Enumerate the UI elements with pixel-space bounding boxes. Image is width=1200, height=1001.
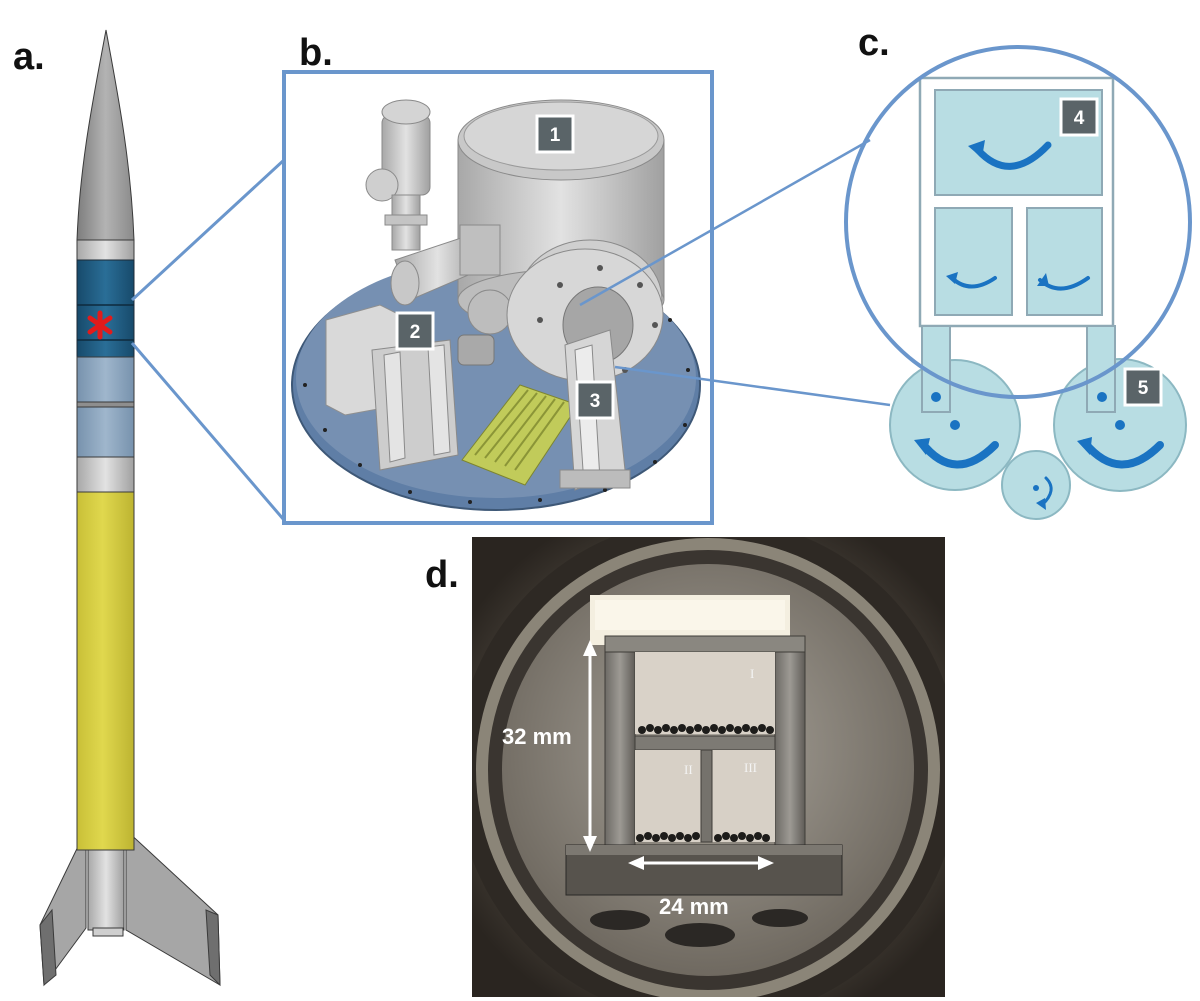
panel-label-b: b. xyxy=(299,32,333,74)
svg-text:4: 4 xyxy=(1074,108,1085,129)
height-dimension-arrow xyxy=(583,640,597,852)
callout-4: 4 xyxy=(1059,97,1099,137)
panel-label-d: d. xyxy=(425,554,459,596)
beads xyxy=(636,724,774,842)
rocket-nose-cone xyxy=(76,29,135,241)
cell-schematic xyxy=(889,76,1187,520)
rocket-fin-right xyxy=(125,828,221,986)
payload-marker-icon xyxy=(87,310,113,340)
callout-1: 1 xyxy=(535,114,575,154)
cell-photo xyxy=(472,537,945,997)
width-dimension-arrow xyxy=(628,856,774,870)
callout-2: 2 xyxy=(395,311,435,351)
compartment-bottom-left xyxy=(934,207,1013,316)
rocket xyxy=(39,29,221,987)
rotation-arrowheads xyxy=(914,140,1092,510)
rocket-motor-body xyxy=(76,491,135,851)
rocket-payload-section xyxy=(76,259,135,358)
payload-3d-view xyxy=(291,99,701,511)
compartment-label-i: I xyxy=(750,666,754,681)
svg-text:2: 2 xyxy=(410,322,421,343)
svg-text:1: 1 xyxy=(550,125,561,146)
panel-b-frame xyxy=(282,70,714,525)
compartment-label-ii: II xyxy=(684,762,693,777)
svg-text:5: 5 xyxy=(1138,378,1149,399)
callout-3: 3 xyxy=(575,380,615,420)
svg-text:3: 3 xyxy=(590,391,601,412)
panel-label-a: a. xyxy=(13,36,45,78)
compartment-bottom-right xyxy=(1026,207,1103,316)
zoom-circle xyxy=(844,45,1192,399)
callout-5: 5 xyxy=(1123,367,1163,407)
height-label: 32 mm xyxy=(502,724,572,749)
width-label: 24 mm xyxy=(659,894,729,919)
panel-label-c: c. xyxy=(858,22,890,64)
compartment-label-iii: III xyxy=(744,760,757,775)
